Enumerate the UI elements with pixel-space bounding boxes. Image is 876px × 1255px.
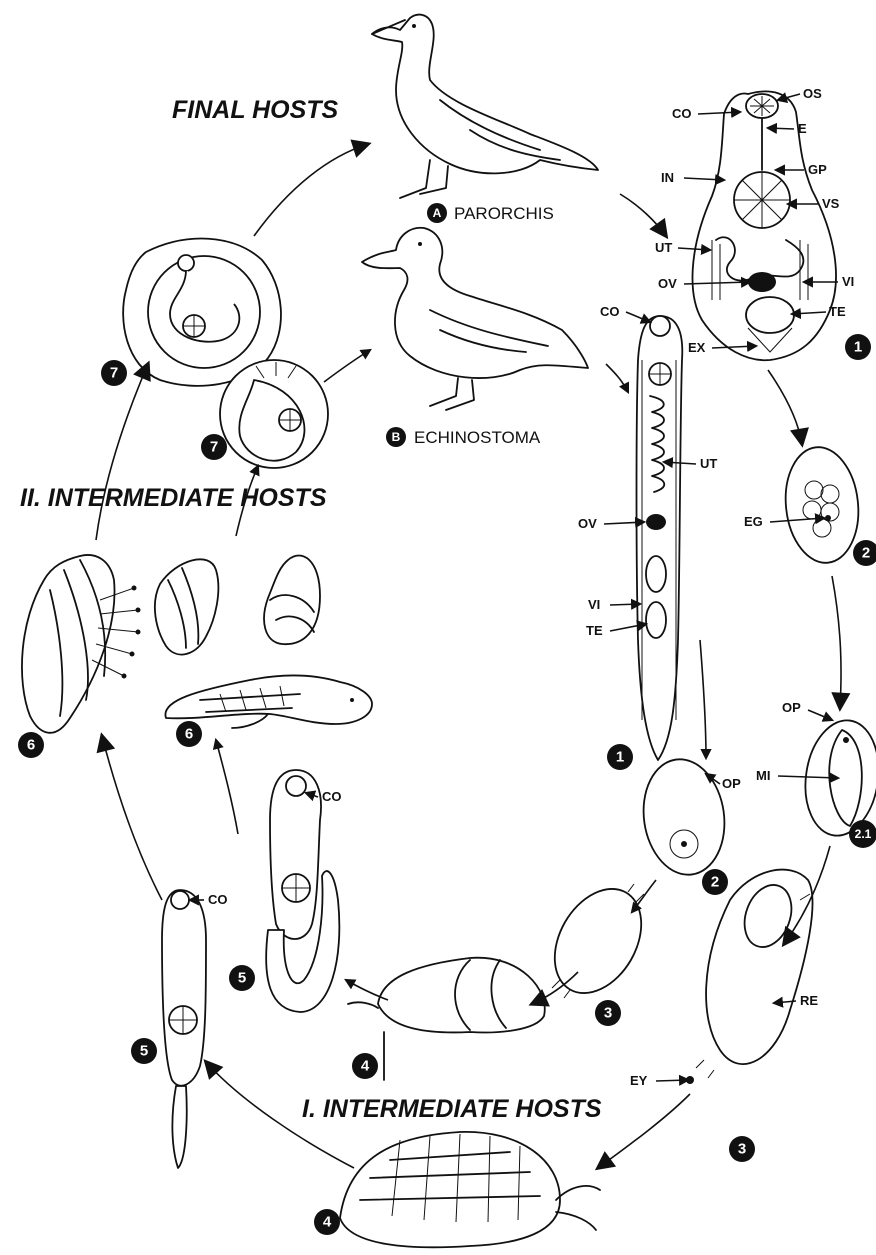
stage-badge-4-whelk: 4 [314, 1209, 340, 1235]
pond-snail-small [264, 556, 320, 645]
stage-badge-2-operculate-egg: 2 [702, 869, 728, 895]
miracidium-small [537, 874, 659, 1009]
svg-text:5: 5 [238, 970, 246, 987]
stage-badge-3-large: 3 [729, 1136, 755, 1162]
label-ov-1: OV [658, 276, 677, 291]
egg-embryonated [780, 444, 864, 567]
svg-text:4: 4 [361, 1058, 370, 1075]
label-ut-2: UT [700, 456, 717, 471]
label-vi-2: VI [588, 597, 600, 612]
host-a-caption: A PARORCHIS [427, 203, 554, 223]
label-co-2: CO [600, 304, 620, 319]
label-ey: EY [630, 1073, 648, 1088]
whelk-snail [340, 1132, 600, 1247]
cercaria-curved-tail [266, 770, 339, 1012]
first-intermediate-hosts-heading: I. INTERMEDIATE HOSTS [302, 1095, 602, 1123]
gull-illustration [372, 15, 598, 198]
stage-badge-6-tadpole: 6 [176, 721, 202, 747]
stage-badge-4-pond-snail: 4 [352, 1053, 378, 1079]
label-gp: GP [808, 162, 827, 177]
svg-text:PARORCHIS: PARORCHIS [454, 204, 554, 223]
stage-badge-1-parorchis: 1 [845, 334, 871, 360]
svg-text:2.1: 2.1 [855, 827, 872, 841]
label-op-2: OP [722, 776, 741, 791]
label-co-4: CO [208, 892, 228, 907]
svg-text:ECHINOSTOMA: ECHINOSTOMA [414, 428, 541, 447]
tadpole [165, 676, 372, 728]
egg-operculate [636, 754, 731, 880]
label-op-1: OP [782, 700, 801, 715]
label-vi-1: VI [842, 274, 854, 289]
pond-snail [348, 958, 545, 1080]
final-hosts-heading: FINAL HOSTS [172, 96, 339, 124]
svg-text:2: 2 [862, 545, 870, 562]
stage-badge-2-egg: 2 [853, 540, 876, 566]
cercaria-straight-tail [162, 890, 206, 1168]
svg-text:4: 4 [323, 1214, 332, 1231]
label-os: OS [803, 86, 822, 101]
svg-text:1: 1 [854, 339, 862, 356]
stage-badge-5-straight: 5 [131, 1038, 157, 1064]
label-te-1: TE [829, 304, 846, 319]
svg-text:B: B [392, 430, 401, 444]
label-co-1: CO [672, 106, 692, 121]
label-e: E [798, 121, 807, 136]
stage-badge-7-large-cyst: 7 [101, 360, 127, 386]
svg-text:5: 5 [140, 1043, 148, 1060]
stage-badge-6-mussel: 6 [18, 732, 44, 758]
svg-text:3: 3 [738, 1141, 746, 1158]
label-mi: MI [756, 768, 770, 783]
adult-echinostoma-fluke [637, 316, 683, 760]
stage-badge-1-echinostoma: 1 [607, 744, 633, 770]
label-vs: VS [822, 196, 840, 211]
svg-text:2: 2 [711, 874, 719, 891]
mussel-small [155, 559, 218, 654]
label-co-3: CO [322, 789, 342, 804]
svg-text:7: 7 [210, 439, 218, 456]
label-ov-2: OV [578, 516, 597, 531]
label-in: IN [661, 170, 674, 185]
mussel-large [22, 555, 141, 733]
label-te-2: TE [586, 623, 603, 638]
duck-illustration [362, 228, 588, 410]
stage-badge-7-small-cyst: 7 [201, 434, 227, 460]
adult-parorchis-fluke [693, 91, 836, 360]
svg-text:6: 6 [27, 737, 35, 754]
svg-text:6: 6 [185, 726, 193, 743]
svg-text:A: A [433, 206, 442, 220]
svg-text:3: 3 [604, 1005, 612, 1022]
second-intermediate-hosts-heading: II. INTERMEDIATE HOSTS [20, 484, 327, 512]
label-ex: EX [688, 340, 706, 355]
label-eg: EG [744, 514, 763, 529]
label-re: RE [800, 993, 818, 1008]
stage-badge-5-curved: 5 [229, 965, 255, 991]
svg-text:1: 1 [616, 749, 624, 766]
label-ut-1: UT [655, 240, 672, 255]
stage-badge-2-1: 2.1 [849, 820, 876, 848]
miracidium-large [686, 870, 813, 1084]
svg-text:7: 7 [110, 365, 118, 382]
stage-badge-3-small: 3 [595, 1000, 621, 1026]
host-b-caption: B ECHINOSTOMA [386, 427, 541, 447]
metacercaria-cyst-small [220, 360, 328, 468]
